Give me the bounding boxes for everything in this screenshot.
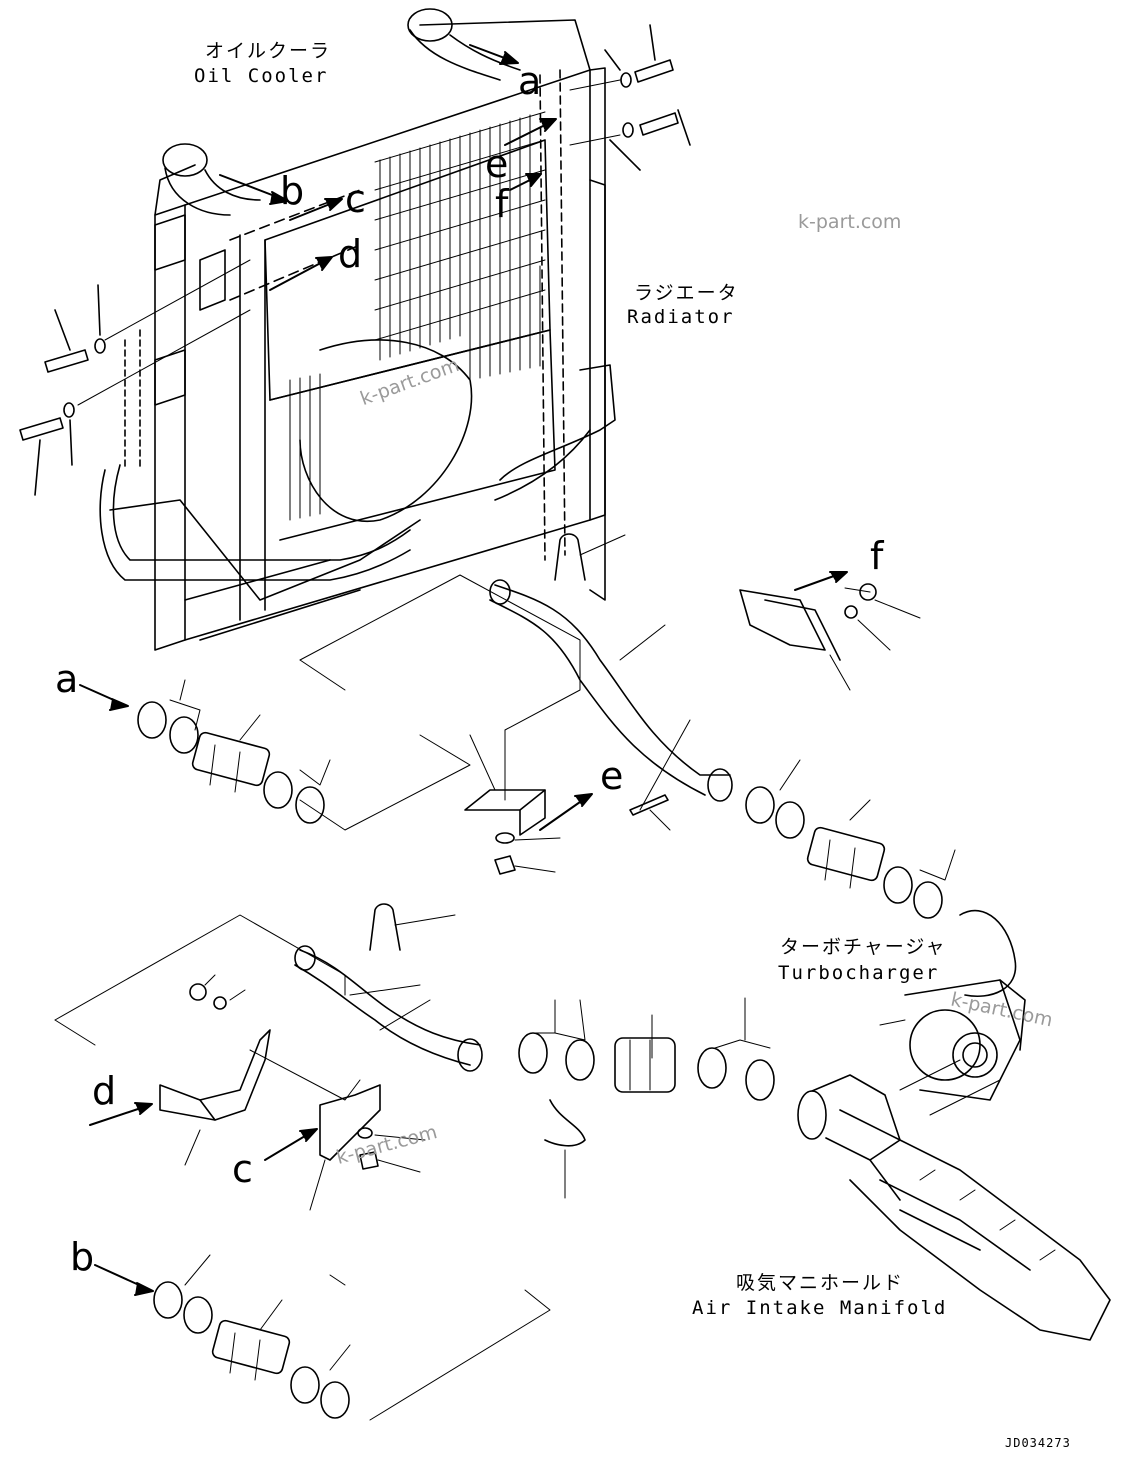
callout-a-hose-kit: a [55,657,79,701]
hose-kit-b [153,1254,551,1421]
callout-a-assembly: a [518,59,542,103]
callout-d-bracket: d [92,1069,117,1113]
oil-cooler-label-jp: オイルクーラ [205,40,332,62]
watermark: k-part.com [798,211,902,233]
radiator-assembly [19,8,691,651]
turbocharger-label-jp: ターボチャージャ [780,936,947,958]
lower-pipe-group [54,903,775,1211]
callout-d-assembly: d [338,232,363,276]
callout-f-assembly: f [495,182,509,226]
callout-e-assembly: e [485,142,509,186]
oil-cooler-label-en: Oil Cooler [194,65,329,87]
turbocharger-label-en: Turbocharger [778,962,940,984]
callout-c-bracket: c [232,1147,253,1191]
callout-b-assembly: b [280,169,305,213]
assembly-callout-arrows [219,44,557,291]
radiator-label-en: Radiator [627,306,735,328]
drawing-code: JD034273 [1005,1436,1071,1450]
callout-b-hose-kit: b [70,1235,95,1279]
air-intake-manifold-label-jp: 吸気マニホールド [736,1272,905,1294]
hose-kit-upper-right [745,759,956,919]
air-intake-manifold-drawing [797,1059,1111,1341]
hose-kit-a [137,679,331,824]
radiator-label-jp: ラジエータ [634,282,739,304]
callout-c-assembly: c [345,177,366,221]
lower-callout-arrows [89,1102,318,1296]
air-intake-manifold-label-en: Air Intake Manifold [692,1297,948,1319]
callout-e-bracket: e [600,754,624,798]
upper-pipe-group [299,533,921,875]
callout-f-bracket: f [870,534,884,578]
upper-callout-arrows [79,571,848,831]
